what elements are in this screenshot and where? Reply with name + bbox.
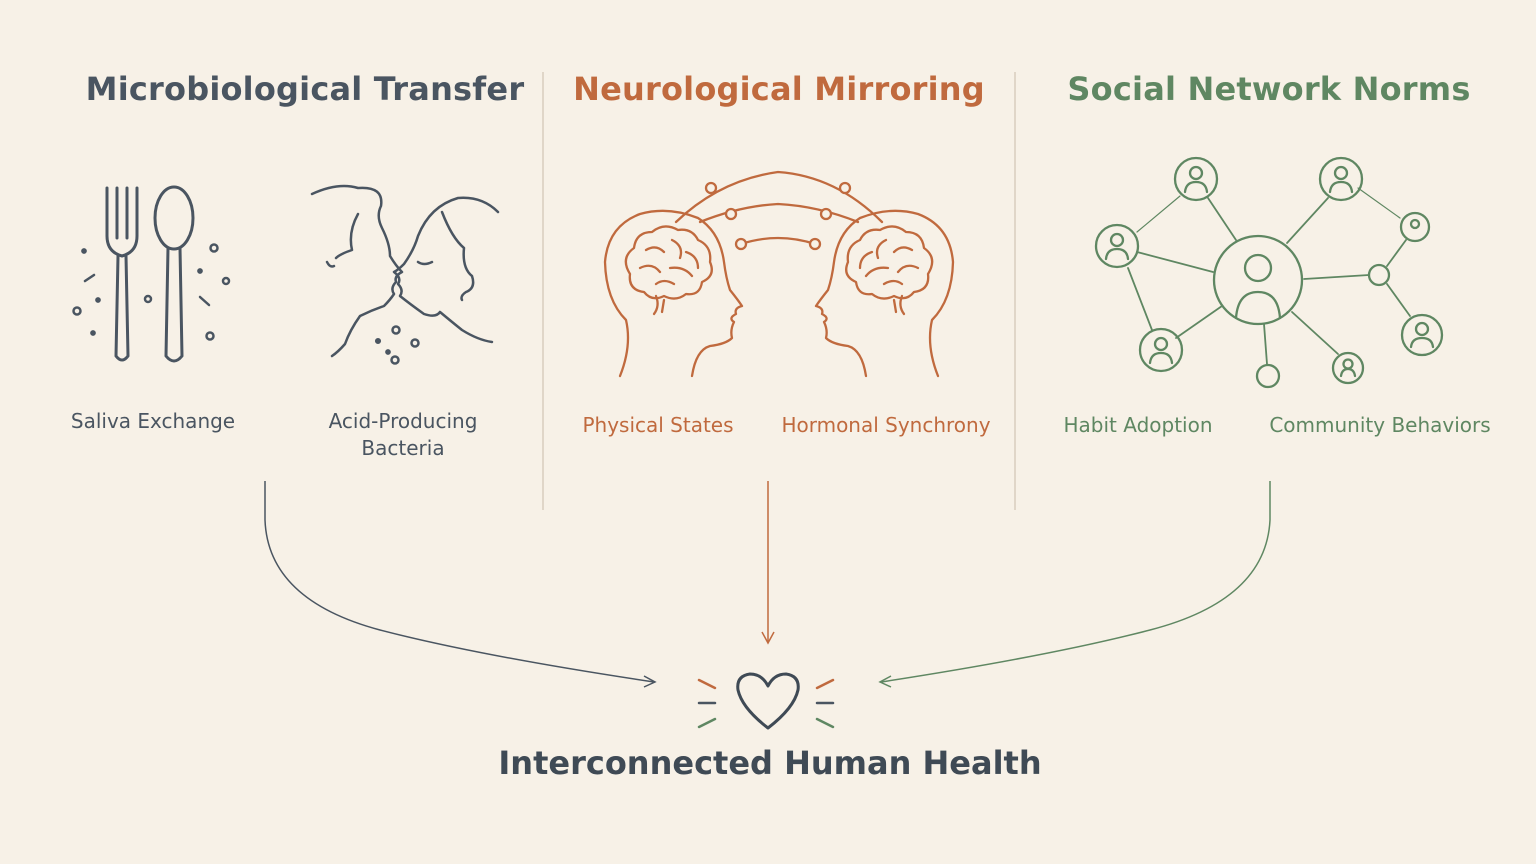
flow-arrow-center xyxy=(761,481,775,645)
fork-icon xyxy=(105,186,139,362)
flow-arrow-left xyxy=(264,481,657,688)
label-hormonal-synchrony: Hormonal Synchrony xyxy=(781,413,991,437)
synapse-nodes xyxy=(704,181,852,251)
label-saliva-exchange: Saliva Exchange xyxy=(70,409,236,433)
kissing-faces-icon xyxy=(310,184,500,358)
flow-arrow-right xyxy=(878,481,1271,688)
title-social-network-norms: Social Network Norms xyxy=(1067,70,1471,108)
social-network-icon xyxy=(1094,156,1444,389)
microbe-dots-left xyxy=(72,243,231,341)
outcome-label: Interconnected Human Health xyxy=(498,744,1042,782)
label-physical-states: Physical States xyxy=(582,413,734,437)
title-neurological-mirroring: Neurological Mirroring xyxy=(573,70,985,108)
label-habit-adoption: Habit Adoption xyxy=(1063,413,1213,437)
microbe-dots-mid xyxy=(374,325,420,365)
label-community-behaviors: Community Behaviors xyxy=(1269,413,1491,437)
title-microbiological-transfer: Microbiological Transfer xyxy=(85,70,525,108)
heart-icon xyxy=(697,672,835,730)
mirrored-brains-icon xyxy=(603,170,955,378)
label-acid-producing-bacteria: Acid-Producing Bacteria xyxy=(328,409,478,460)
spoon-icon xyxy=(153,185,195,363)
